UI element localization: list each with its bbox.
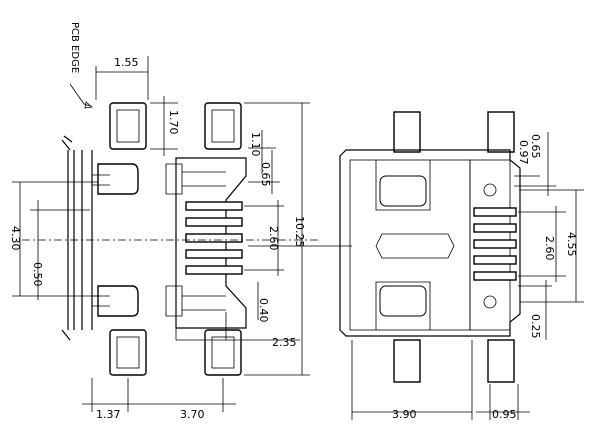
top-pad-left xyxy=(109,102,147,150)
bottom-pad-right xyxy=(204,329,242,376)
tab-top-left xyxy=(393,111,421,153)
pcb-edge-leader xyxy=(69,83,91,107)
dim-height: 4.55 xyxy=(565,232,578,257)
left-latch-bottom xyxy=(97,285,139,317)
housing-outline xyxy=(175,157,247,329)
tab-top-right xyxy=(487,111,515,153)
dim-top-width: 1.55 xyxy=(114,56,139,69)
left-latch-top xyxy=(97,163,139,195)
right-pins xyxy=(473,207,517,281)
connector-body xyxy=(339,149,521,337)
dim-bottom-right: 3.70 xyxy=(180,408,205,421)
pcb-edge-label: PCB EDGE xyxy=(69,22,80,73)
dim-pitch-b: 0.97 xyxy=(517,140,530,165)
dim-right-width: 0.95 xyxy=(492,408,517,421)
dim-pin-spacing-small: 0.65 xyxy=(259,162,272,187)
dim-width: 3.90 xyxy=(392,408,417,421)
dim-span: 2.60 xyxy=(543,236,556,261)
dim-lower-offset: 0.40 xyxy=(257,298,270,323)
dim-overall-length: 10.25 xyxy=(293,216,306,248)
dim-lower-width: 2.35 xyxy=(272,336,297,349)
dim-bottom-offset: 0.25 xyxy=(529,314,542,339)
top-pad-right xyxy=(204,102,242,150)
dim-side-offset: 0.50 xyxy=(31,262,44,287)
right-view: 0.65 0.97 2.60 4.55 0.25 3.90 0.95 xyxy=(339,111,584,421)
dim-side-height: 4.30 xyxy=(9,226,22,251)
dim-pitch-a: 0.65 xyxy=(529,134,542,159)
tab-bottom-right xyxy=(487,339,515,383)
left-view: PCB EDGE xyxy=(9,22,352,421)
dim-pad-height: 1.70 xyxy=(167,110,180,135)
dim-pin-spacing-top: 1.10 xyxy=(249,132,262,157)
tab-bottom-left xyxy=(393,339,421,383)
latch-hole-bottom xyxy=(483,295,497,309)
signal-pins xyxy=(185,201,243,275)
latch-hole-top xyxy=(483,183,497,197)
dim-bottom-left: 1.37 xyxy=(96,408,121,421)
dim-pin-span: 2.60 xyxy=(267,226,280,251)
bottom-pad-left xyxy=(109,329,147,376)
